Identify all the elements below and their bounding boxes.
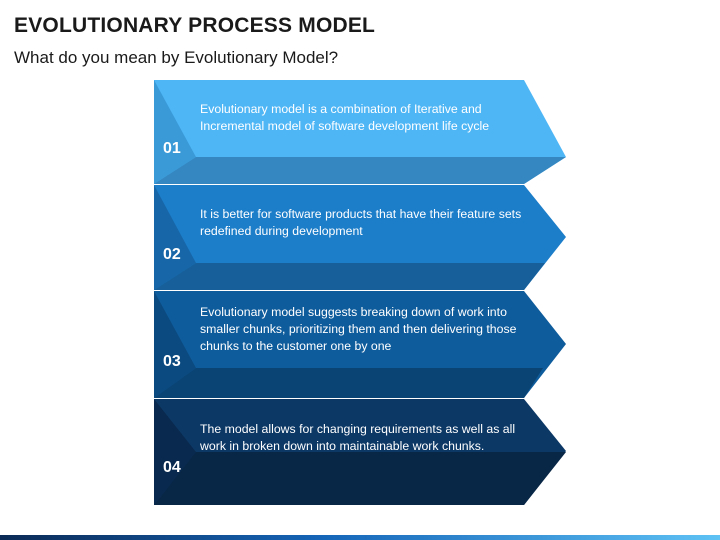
step-2-number: 02: [163, 246, 181, 263]
slide-title: EVOLUTIONARY PROCESS MODEL: [14, 14, 376, 37]
step-1-arrow: [154, 80, 566, 184]
step-4-number: 04: [163, 459, 181, 476]
step-3-number: 03: [163, 353, 181, 370]
step-1-text: Evolutionary model is a combination of I…: [200, 102, 490, 133]
step-1-number: 01: [163, 140, 181, 157]
step-3-arrow: [154, 291, 566, 398]
step-3-text: Evolutionary model suggests breaking dow…: [200, 305, 517, 353]
slide-subtitle: What do you mean by Evolutionary Model?: [14, 48, 339, 67]
step-2-arrow: [154, 185, 566, 290]
footer-accent-bar: [0, 535, 720, 540]
step-4-arrow: [154, 399, 566, 505]
step-2-text: It is better for software products that …: [200, 207, 522, 238]
step-4-text: The model allows for changing requiremen…: [200, 422, 516, 453]
